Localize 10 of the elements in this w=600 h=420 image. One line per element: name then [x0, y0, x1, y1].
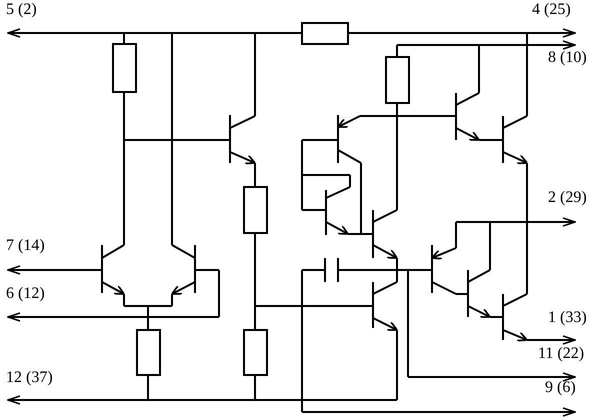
pin-label: 5 (2) — [6, 0, 37, 20]
pin-label: 2 (29) — [548, 188, 587, 208]
pin-label: 4 (25) — [532, 0, 571, 20]
pin-label: 6 (12) — [6, 284, 45, 304]
pin-label: 8 (10) — [548, 48, 587, 68]
pin-label: 7 (14) — [6, 236, 45, 256]
pin-label: 11 (22) — [538, 344, 584, 364]
pin-label: 1 (33) — [548, 308, 587, 328]
pin-label: 12 (37) — [6, 368, 53, 388]
pin-label: 9 (6) — [545, 378, 576, 398]
